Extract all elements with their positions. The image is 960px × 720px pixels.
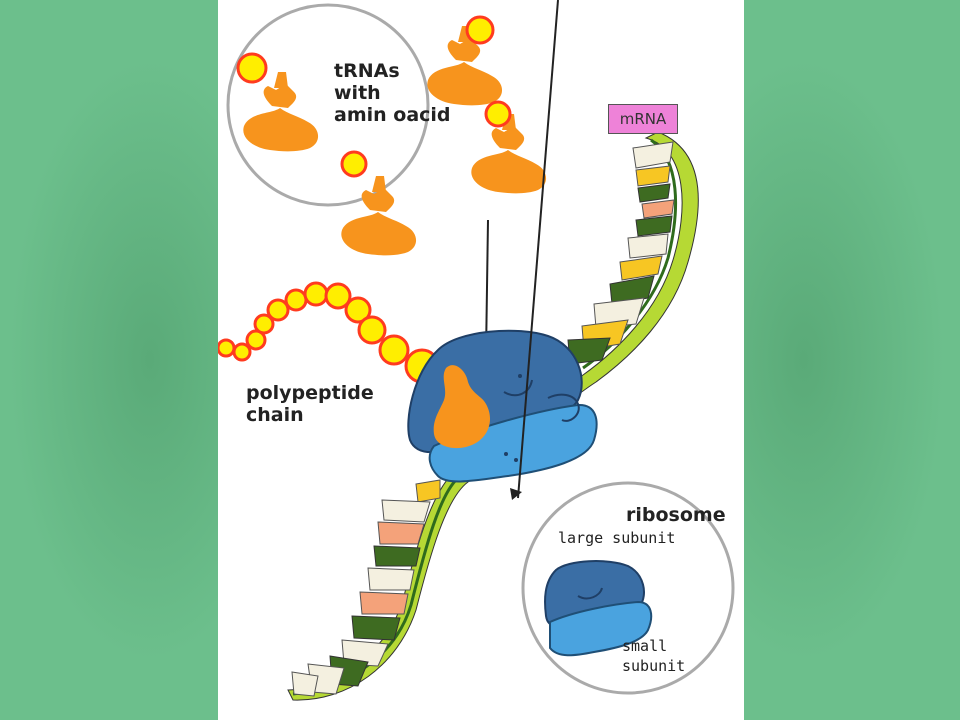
ribosome-diagram-small (544, 560, 653, 657)
ribosome-callout-circle (521, 481, 735, 695)
trna-molecule (340, 150, 417, 256)
ribosome-label: ribosome (626, 504, 726, 526)
trna-label: tRNAs with amin oacid (334, 60, 451, 126)
polypeptide-chain (218, 281, 440, 384)
mrna-strand (287, 131, 699, 701)
trna-callout-circle (226, 3, 430, 207)
diagram-canvas (218, 0, 735, 701)
polypeptide-label: polypeptide chain (246, 382, 374, 426)
translation-diagram: tRNAs with amin oacid mRNA polypeptide c… (218, 0, 744, 720)
trna-molecule (471, 100, 547, 194)
ribosome (407, 329, 598, 483)
mrna-label: mRNA (608, 104, 678, 134)
trna-molecule (236, 52, 319, 152)
right-margin (744, 0, 960, 720)
trna-molecule (427, 15, 503, 106)
ribosome-arrow (517, 0, 559, 499)
large-subunit-label: large subunit (558, 529, 676, 547)
left-margin (0, 0, 218, 720)
small-subunit-label: small subunit (622, 637, 686, 675)
